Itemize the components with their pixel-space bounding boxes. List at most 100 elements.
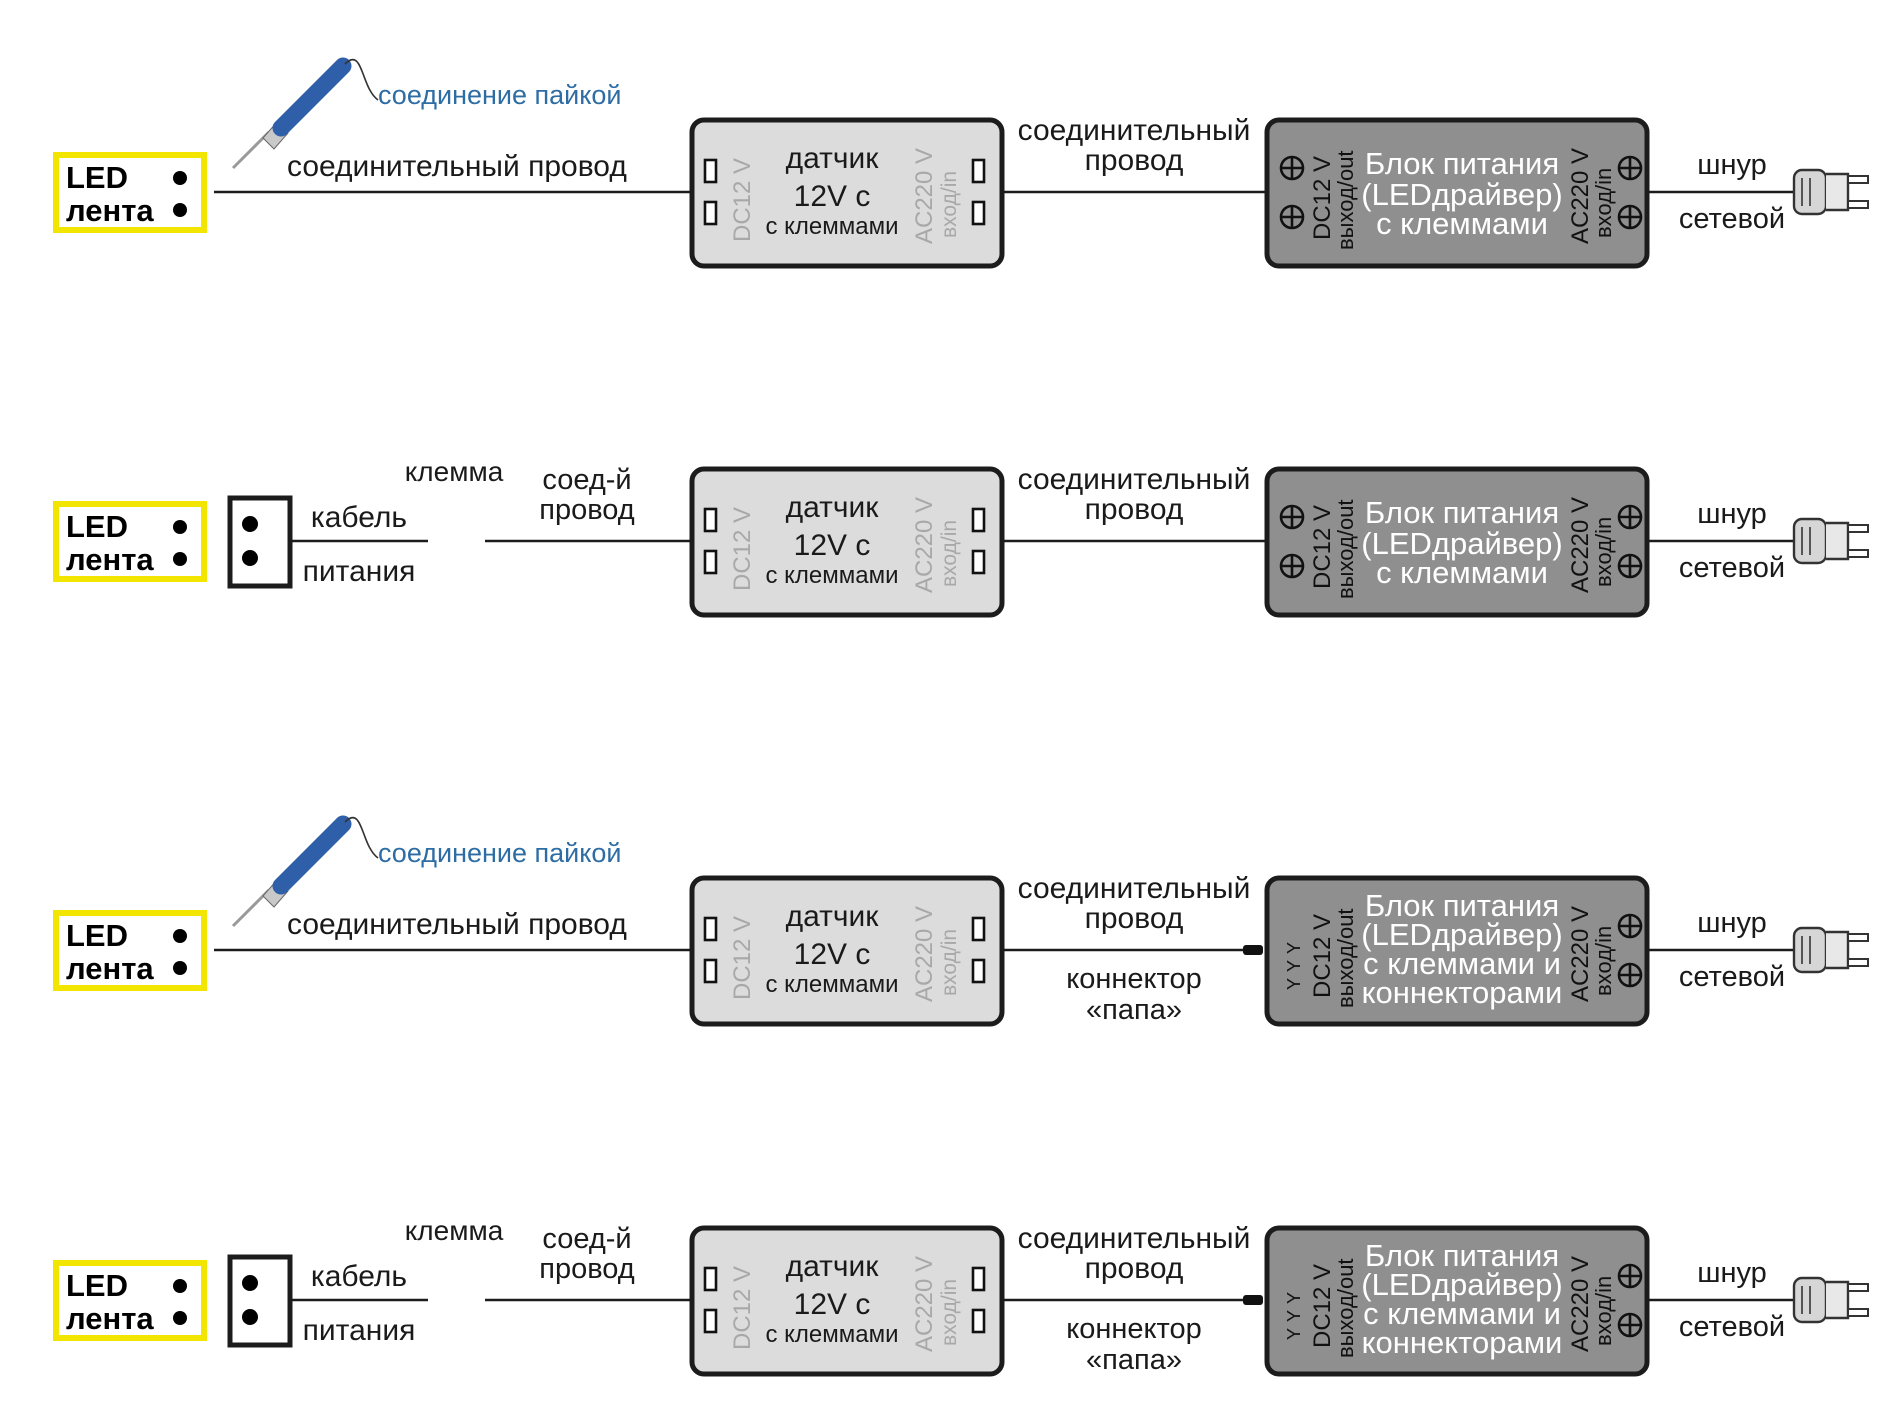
psu-terminals-label: с клеммами и xyxy=(1363,946,1561,981)
psu-title: Блок питания xyxy=(1365,888,1559,923)
psu-in-label: вход/in xyxy=(1591,517,1616,587)
sensor-terminals-label: с клеммами xyxy=(765,1321,898,1348)
sensor-terminal xyxy=(971,200,986,226)
connector-label: коннектор xyxy=(1066,963,1202,995)
psu-title: Блок питания xyxy=(1365,1238,1559,1273)
sensor-title: датчик xyxy=(786,900,880,933)
clamp-label: клемма xyxy=(405,1215,504,1246)
psu-connectors-label: коннекторами xyxy=(1362,975,1563,1010)
sensor-terminal xyxy=(703,507,718,533)
sensor-in-label: вход/in xyxy=(938,171,961,238)
sensor-terminal xyxy=(971,158,986,184)
mid-wire-label: соединительный xyxy=(1018,1222,1251,1255)
sensor-terminal xyxy=(971,1266,986,1292)
mid-wire-label: соединительный xyxy=(1018,463,1251,496)
cord-sublabel: сетевой xyxy=(1679,552,1785,584)
led-pad-minus xyxy=(173,203,187,217)
wire-label: соединительный провод xyxy=(287,908,627,941)
cable-label: кабель xyxy=(311,1260,407,1293)
mid-wire-label: соединительный xyxy=(1018,114,1251,147)
cord-sublabel: сетевой xyxy=(1679,203,1785,235)
sensor-title: датчик xyxy=(786,491,880,524)
psu-ac-label: AC220 V xyxy=(1567,497,1594,593)
psu-dc-label: DC12 V xyxy=(1309,914,1336,998)
screw-terminal-icon xyxy=(1617,155,1643,181)
psu-dc-label: DC12 V xyxy=(1309,1264,1336,1348)
psu-in-label: вход/in xyxy=(1591,926,1616,996)
sensor-terminal xyxy=(971,958,986,984)
led-pad-minus xyxy=(173,1311,187,1325)
psu-terminals-label: с клеммами xyxy=(1376,555,1548,590)
sensor-terminal xyxy=(703,200,718,226)
sensor-dc-label: DC12 V xyxy=(729,916,756,1000)
sensor-terminal xyxy=(703,549,718,575)
led-pad-plus xyxy=(173,520,187,534)
solder-label: соединение пайкой xyxy=(378,838,621,868)
sensor-dc-label: DC12 V xyxy=(729,158,756,242)
sensor-in-label: вход/in xyxy=(938,1279,961,1346)
sensor-terminal xyxy=(971,507,986,533)
psu-driver-label: (LEDдрайвер) xyxy=(1361,1267,1562,1302)
sensor-terminals-label: с клеммами xyxy=(765,971,898,998)
sensor-terminals-label: с клеммами xyxy=(765,213,898,240)
power-plug-icon xyxy=(1792,1276,1869,1324)
sensor-ac-label: AC220 V xyxy=(911,1256,938,1352)
led-label: LED xyxy=(66,918,128,953)
power-plug-icon xyxy=(1792,168,1869,216)
cord-label: шнур xyxy=(1697,1257,1767,1289)
screw-terminal-icon xyxy=(1279,504,1305,530)
cable-label: кабель xyxy=(311,501,407,534)
led-pad-minus xyxy=(173,552,187,566)
led-pad-plus xyxy=(173,929,187,943)
sensor-dc-label: DC12 V xyxy=(729,507,756,591)
led-sublabel: лента xyxy=(66,951,154,986)
terminal-block-icon xyxy=(227,1254,293,1348)
sensor-terminal xyxy=(703,158,718,184)
psu-terminals-label: с клеммами xyxy=(1376,206,1548,241)
connector-pin-icon: Y xyxy=(1284,1292,1304,1304)
solder-label: соединение пайкой xyxy=(378,80,621,110)
cord-sublabel: сетевой xyxy=(1679,1311,1785,1343)
connector-pin-icon: Y xyxy=(1284,960,1304,972)
cable-sublabel: питания xyxy=(303,555,416,588)
led-sublabel: лента xyxy=(66,193,154,228)
sensor-in-label: вход/in xyxy=(938,520,961,587)
soldering-iron-icon xyxy=(231,57,379,170)
sensor-title: датчик xyxy=(786,1250,880,1283)
mid-wire-sublabel: провод xyxy=(1085,493,1184,526)
cord-label: шнур xyxy=(1697,149,1767,181)
led-pad-minus xyxy=(173,961,187,975)
cord-label: шнур xyxy=(1697,498,1767,530)
power-plug-icon xyxy=(1792,517,1869,565)
sensor-terminal xyxy=(971,916,986,942)
screw-terminal-icon xyxy=(1617,553,1643,579)
connector-pin-icon: Y xyxy=(1284,942,1304,954)
sensor-terminals-label: с клеммами xyxy=(765,562,898,589)
sensor-ac-label: AC220 V xyxy=(911,497,938,593)
soldering-iron-icon xyxy=(231,815,379,928)
connector-pin-icon: Y xyxy=(1284,1328,1304,1340)
mid-wire-label: соединительный xyxy=(1018,872,1251,905)
psu-ac-label: AC220 V xyxy=(1567,1256,1594,1352)
screw-terminal-icon xyxy=(1279,155,1305,181)
screw-terminal-icon xyxy=(1279,204,1305,230)
mid-wire-sublabel: провод xyxy=(1085,902,1184,935)
psu-ac-label: AC220 V xyxy=(1567,148,1594,244)
psu-terminals-label: с клеммами и xyxy=(1363,1296,1561,1331)
short-wire-sublabel: провод xyxy=(539,494,635,526)
cable-sublabel: питания xyxy=(303,1314,416,1347)
psu-in-label: вход/in xyxy=(1591,168,1616,238)
mid-wire-sublabel: провод xyxy=(1085,144,1184,177)
psu-title: Блок питания xyxy=(1365,146,1559,181)
